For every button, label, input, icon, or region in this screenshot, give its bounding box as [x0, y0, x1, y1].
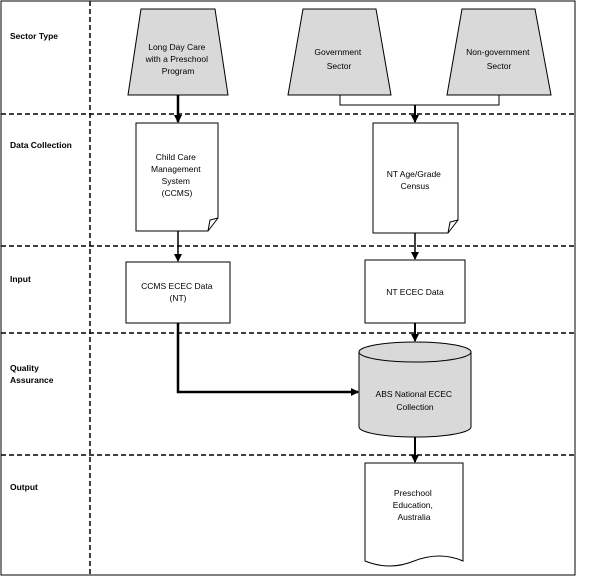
nt-census-label: NT Age/Grade Census: [387, 169, 444, 191]
lane-label-sector-type: Sector Type: [10, 31, 58, 41]
node-label-line: Preschool: [394, 488, 432, 498]
abs-collection-cylinder: [358, 352, 472, 438]
connectors: [174, 95, 500, 463]
non-government-sector-label: Non-government Sector: [466, 47, 532, 71]
node-label-line: (NT): [170, 293, 187, 303]
lane-label-data-collection: Data Collection: [10, 140, 72, 150]
connector-ccms-ecec-data-to-abs: [176, 323, 359, 396]
node-label-line: Non-government: [466, 47, 530, 57]
lane-label-line: Assurance: [10, 375, 54, 385]
node-label-line: System: [162, 176, 190, 186]
node-label-line: CCMS ECEC Data: [141, 281, 213, 291]
long-day-care-shape: [127, 8, 229, 96]
preschool-education-label: Preschool Education, Australia: [393, 488, 436, 522]
lane-separators: [1, 113, 575, 456]
preschool-education-document-shape: [364, 462, 464, 567]
long-day-care-label: Long Day Care with a Preschool Program: [145, 42, 211, 76]
node-label-line: Long Day Care: [148, 42, 205, 52]
node-label-line: Census: [401, 181, 430, 191]
node-label-line: ABS National ECEC: [376, 389, 453, 399]
ccms-ecec-data-shape: [125, 261, 231, 324]
node-label-line: Child Care: [156, 152, 196, 162]
nt-census-document-fold: [447, 219, 459, 234]
ccms-label: Child Care Management System (CCMS): [151, 152, 203, 198]
lane-label-line: Quality: [10, 363, 39, 373]
government-sector-shape: [287, 8, 392, 96]
abs-collection-label: ABS National ECEC Collection: [376, 389, 455, 412]
node-label-line: Sector: [327, 61, 352, 71]
lane-label-input: Input: [10, 274, 31, 284]
node-label-line: Sector: [487, 61, 512, 71]
abs-collection-cylinder-top: [358, 341, 472, 363]
node-label-line: Collection: [396, 402, 434, 412]
government-sector-label: Government Sector: [314, 47, 363, 71]
diagram-frame: [0, 0, 576, 576]
connector-non-government-to-nt-census: [415, 95, 500, 106]
node-label-line: Government: [314, 47, 361, 57]
ccms-document-shape: [135, 122, 219, 232]
node-label-line: Australia: [397, 512, 430, 522]
node-label-line: NT ECEC Data: [386, 287, 444, 297]
node-label-line: with a Preschool: [145, 54, 208, 64]
lane-label-quality-assurance: Quality Assurance: [10, 363, 54, 385]
lane-label-output: Output: [10, 482, 38, 492]
connector-government-to-nt-census: [339, 95, 415, 106]
node-label-line: Education,: [393, 500, 433, 510]
nt-census-document-shape: [372, 122, 459, 234]
node-label-line: NT Age/Grade: [387, 169, 441, 179]
node-label-line: Management: [151, 164, 201, 174]
non-government-sector-shape: [446, 8, 552, 96]
nt-ecec-data-shape: [364, 259, 466, 324]
node-label-line: Program: [162, 66, 195, 76]
ccms-document-fold: [207, 217, 219, 232]
node-label-line: (CCMS): [162, 188, 193, 198]
nt-ecec-data-label: NT ECEC Data: [386, 287, 444, 297]
ccms-ecec-data-label: CCMS ECEC Data (NT): [141, 281, 215, 303]
